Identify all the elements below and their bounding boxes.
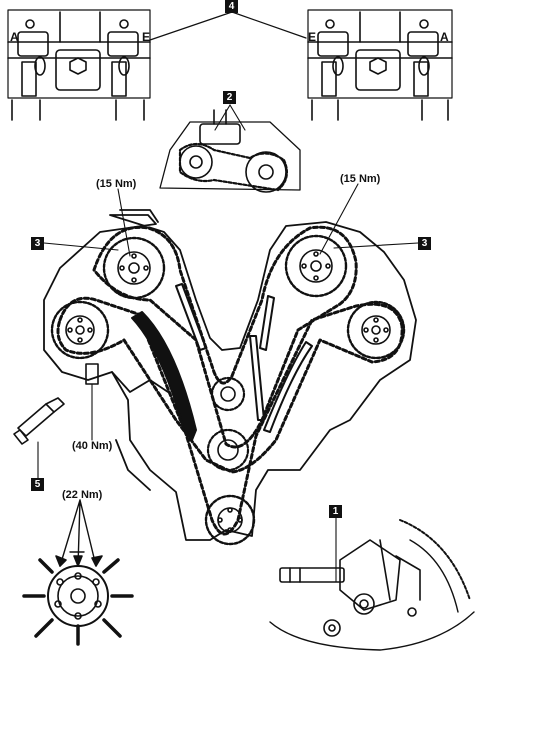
secondary-chain-view — [159, 104, 301, 193]
sprocket-intake-right — [284, 234, 348, 298]
sprocket-exhaust-right — [346, 300, 406, 360]
camshaft-detail-right — [307, 9, 453, 121]
callout-3-leaders — [43, 242, 419, 251]
torque-label-tensioner: (40 Nm) — [72, 440, 113, 452]
torque-label-cam-right: (15 Nm) — [340, 173, 381, 185]
callout-3-left: 3 — [31, 237, 44, 250]
torque-label-crank-bolts: (22 Nm) — [62, 489, 103, 501]
tensioner-bolt — [13, 397, 65, 479]
sprocket-intermediate — [206, 428, 250, 472]
callout-5: 5 — [31, 478, 44, 491]
chain-tensioner — [85, 363, 99, 441]
cam-mark-a-right: A — [440, 30, 449, 44]
sprocket-exhaust-left — [50, 300, 110, 360]
engine-block-outline — [43, 209, 417, 541]
torque-label-cam-left: (15 Nm) — [96, 178, 137, 190]
torque-leaders — [117, 183, 359, 257]
callout-1: 1 — [329, 505, 342, 518]
callout-2: 2 — [223, 91, 236, 104]
cam-mark-a-left: A — [10, 30, 19, 44]
sprocket-crankshaft — [204, 494, 256, 546]
sprocket-intake-left — [102, 236, 166, 300]
camshaft-detail-left — [7, 9, 151, 121]
callout-3-right: 3 — [418, 237, 431, 250]
crank-pulley-bolts — [22, 499, 134, 646]
locking-tool-detail — [269, 515, 475, 651]
sprocket-idler — [210, 376, 246, 412]
callout-4: 4 — [225, 0, 238, 13]
cam-mark-e-right: E — [308, 30, 317, 44]
cam-mark-e-left: E — [142, 30, 151, 44]
timing-chains — [56, 225, 404, 536]
chain-guides — [131, 283, 313, 441]
